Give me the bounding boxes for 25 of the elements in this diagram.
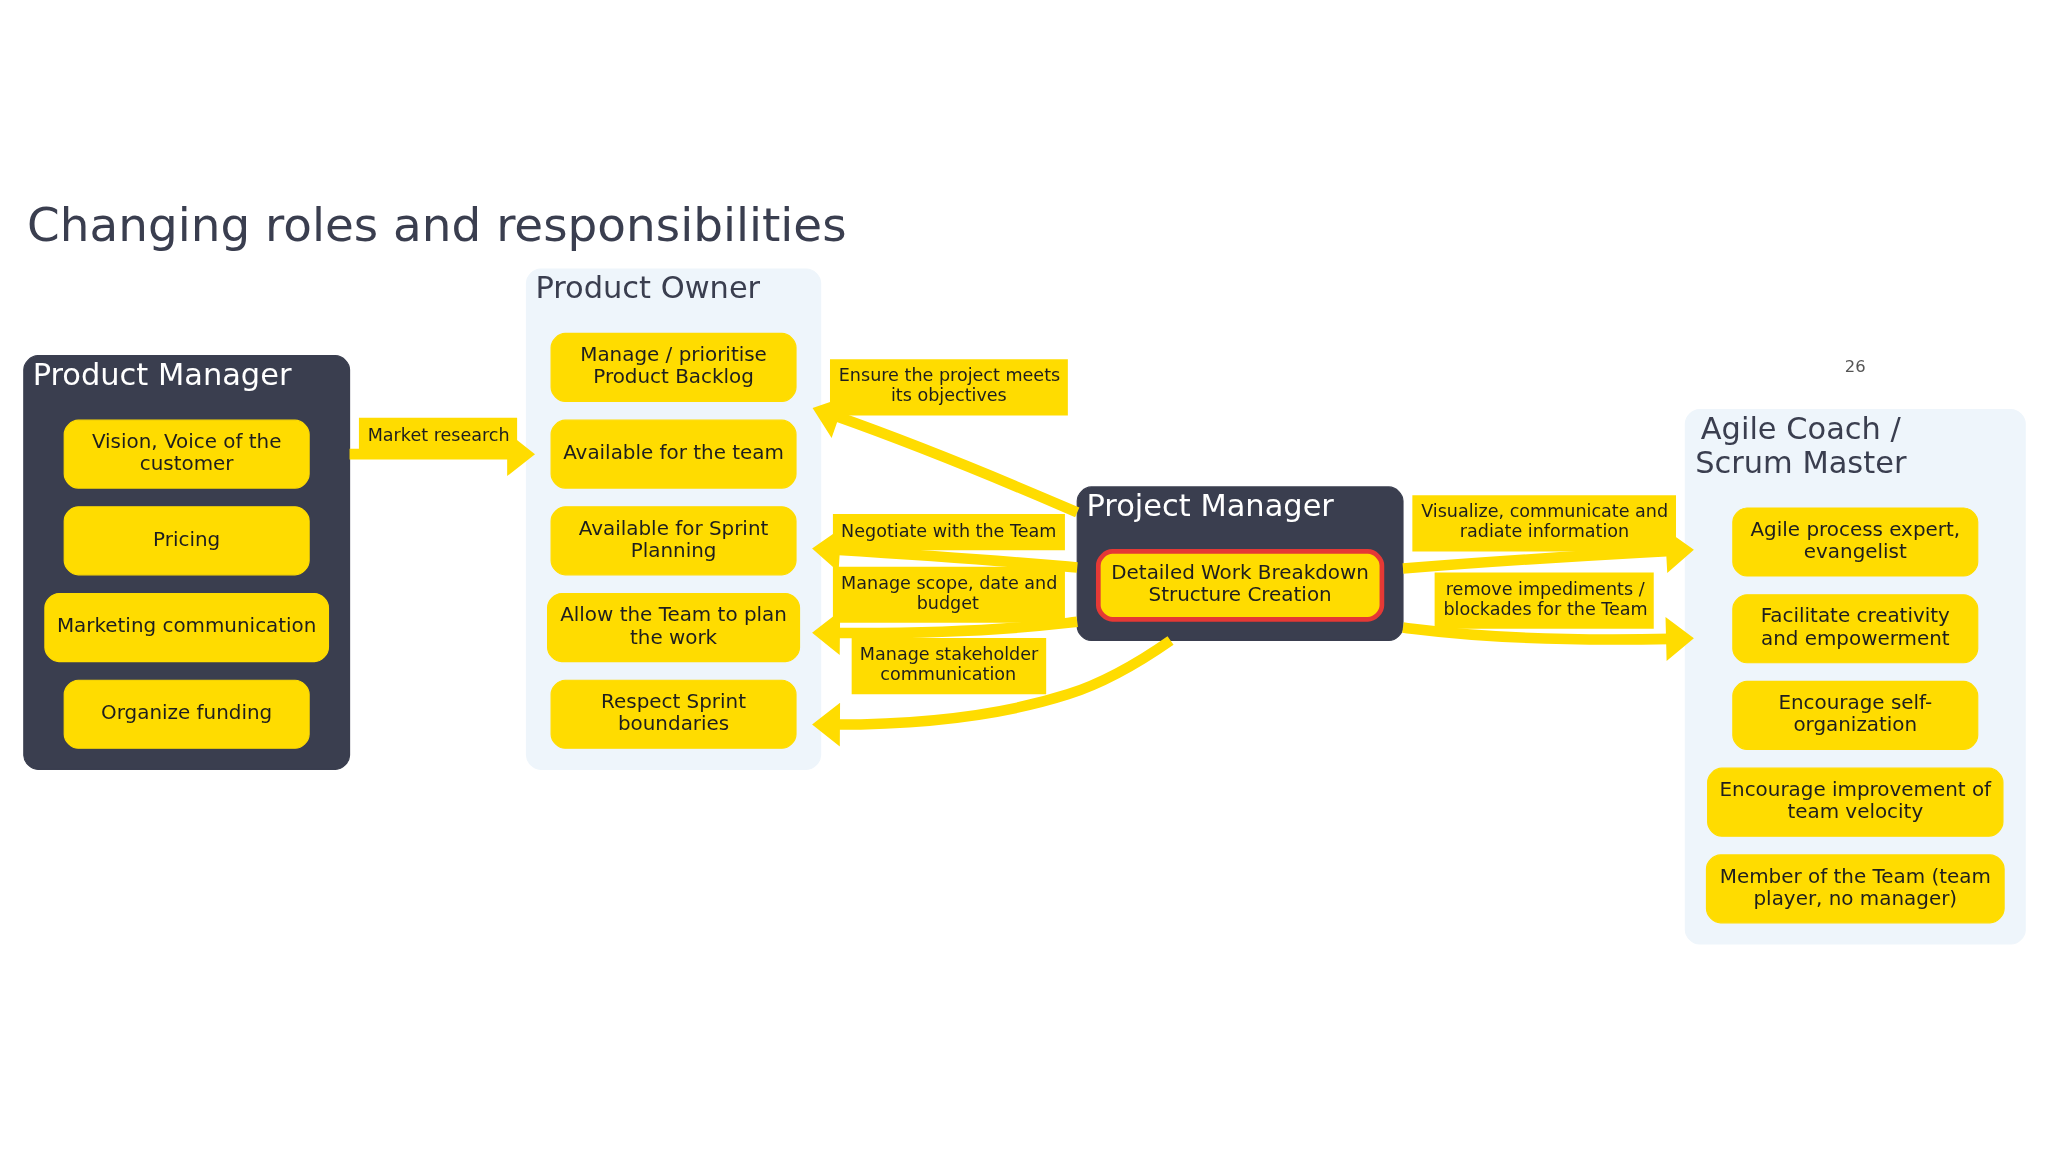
node-box: Manage / prioritise Product Backlog — [550, 332, 797, 402]
diagram-title: Changing roles and responsibilities — [26, 196, 847, 252]
node-box: Available for the team — [550, 419, 797, 489]
node-box: Encourage improvement of team velocity — [1706, 767, 2004, 837]
edge-label: Visualize, communicate and radiate information — [1420, 501, 1668, 542]
node-box: Marketing communication — [43, 593, 329, 663]
edge-label: Manage stakeholder communication — [859, 644, 1038, 685]
node-box: Allow the Team to plan the work — [546, 593, 800, 663]
node-box: Available for Sprint Planning — [550, 506, 797, 576]
arrow — [1401, 617, 1694, 661]
edge-label: Manage scope, date and budget — [840, 572, 1057, 613]
node-box: Pricing — [63, 506, 310, 576]
node-box: Detailed Work Breakdown Structure Creation — [1095, 549, 1384, 622]
node-box: Facilitate creativity and empowerment — [1731, 594, 1978, 664]
node-box: Encourage self-organization — [1731, 680, 1978, 750]
node-box: Agile process expert, evangelist — [1731, 507, 1978, 577]
node-box: Member of the Team (team player, no manager) — [1705, 854, 2005, 924]
label: 26 — [1844, 356, 1866, 376]
edge-label: Ensure the project meets its objectives — [838, 365, 1060, 406]
node-box: Vision, Voice of the customer — [63, 419, 310, 489]
edge-label: remove impediments / blockades for the Team — [1442, 578, 1648, 619]
edge-label: Market research — [367, 424, 510, 445]
edge-label: Negotiate with the Team — [840, 520, 1056, 541]
node-box: Organize funding — [63, 679, 310, 749]
node-box: Respect Sprint boundaries — [550, 679, 797, 749]
